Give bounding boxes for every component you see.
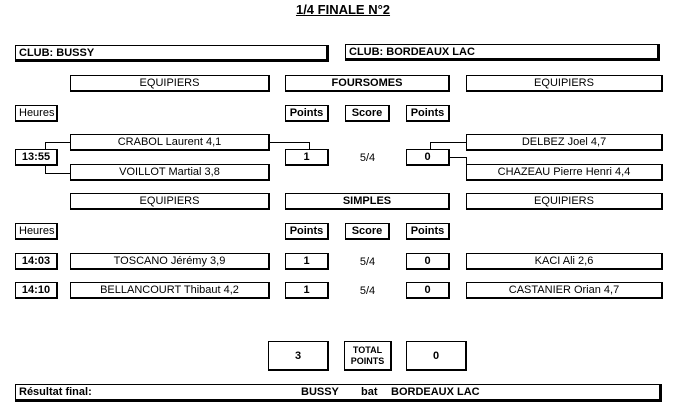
points-label-left: Points bbox=[285, 105, 329, 122]
foursome-right-player-2: CHAZEAU Pierre Henri 4,4 bbox=[466, 164, 663, 181]
simple-2-right-points: 0 bbox=[406, 282, 450, 299]
simple-1-left-player: TOSCANO Jérémy 3,9 bbox=[70, 253, 270, 270]
simple-2-score: 5/4 bbox=[359, 284, 376, 297]
club-left-box: CLUB: BUSSY bbox=[15, 45, 329, 62]
simples-header: SIMPLES bbox=[285, 193, 450, 210]
result-loser: BORDEAUX LAC bbox=[391, 386, 480, 398]
simple-2-left-player: BELLANCOURT Thibaut 4,2 bbox=[70, 282, 270, 299]
foursome-right-points: 0 bbox=[406, 149, 450, 166]
foursome-right-player-1: DELBEZ Joel 4,7 bbox=[466, 134, 663, 151]
page-title: 1/4 FINALE N°2 bbox=[295, 1, 391, 17]
bracket-line bbox=[270, 142, 310, 143]
simple-2-right-player: CASTANIER Orian 4,7 bbox=[466, 282, 663, 299]
bracket-line bbox=[430, 142, 431, 149]
simple-1-right-player: KACI Ali 2,6 bbox=[466, 253, 663, 270]
foursome-left-player-2: VOILLOT Martial 3,8 bbox=[70, 164, 270, 181]
simple-1-time: 14:03 bbox=[15, 253, 58, 270]
heures-label: Heures bbox=[15, 105, 58, 122]
result-winner: BUSSY bbox=[301, 386, 339, 398]
equipiers-right-header-simples: EQUIPIERS bbox=[466, 193, 663, 210]
simple-1-right-points: 0 bbox=[406, 253, 450, 270]
total-left: 3 bbox=[268, 341, 329, 371]
foursome-left-player-1: CRABOL Laurent 4,1 bbox=[70, 134, 270, 151]
simple-2-left-points: 1 bbox=[285, 282, 329, 299]
score-label: Score bbox=[345, 105, 390, 122]
foursome-score: 5/4 bbox=[359, 151, 376, 164]
result-box: Résultat final: BUSSY bat BORDEAUX LAC bbox=[15, 384, 662, 402]
result-label: Résultat final: bbox=[19, 386, 92, 398]
simple-2-time: 14:10 bbox=[15, 282, 58, 299]
equipiers-left-header-simples: EQUIPIERS bbox=[70, 193, 270, 210]
bracket-line bbox=[45, 142, 46, 150]
equipiers-right-header: EQUIPIERS bbox=[466, 75, 663, 92]
equipiers-left-header: EQUIPIERS bbox=[70, 75, 270, 92]
points-label-left-simples: Points bbox=[285, 223, 329, 240]
result-verb: bat bbox=[361, 386, 378, 398]
bracket-line bbox=[45, 173, 70, 174]
simple-1-left-points: 1 bbox=[285, 253, 329, 270]
foursome-left-points: 1 bbox=[285, 149, 329, 166]
club-right-box: CLUB: BORDEAUX LAC bbox=[345, 44, 660, 61]
total-points-label: TOTAL POINTS bbox=[344, 341, 392, 371]
bracket-line bbox=[45, 142, 70, 143]
bracket-line bbox=[309, 142, 310, 149]
points-label-right: Points bbox=[406, 105, 450, 122]
score-label-simples: Score bbox=[345, 223, 390, 240]
heures-label-simples: Heures bbox=[15, 223, 58, 240]
bracket-line bbox=[45, 166, 46, 174]
simple-1-score: 5/4 bbox=[359, 255, 376, 268]
foursomes-header: FOURSOMES bbox=[285, 75, 450, 92]
bracket-line bbox=[430, 142, 466, 143]
bracket-line bbox=[447, 157, 466, 158]
total-right: 0 bbox=[406, 341, 467, 371]
points-label-right-simples: Points bbox=[406, 223, 450, 240]
foursome-time: 13:55 bbox=[15, 149, 58, 166]
